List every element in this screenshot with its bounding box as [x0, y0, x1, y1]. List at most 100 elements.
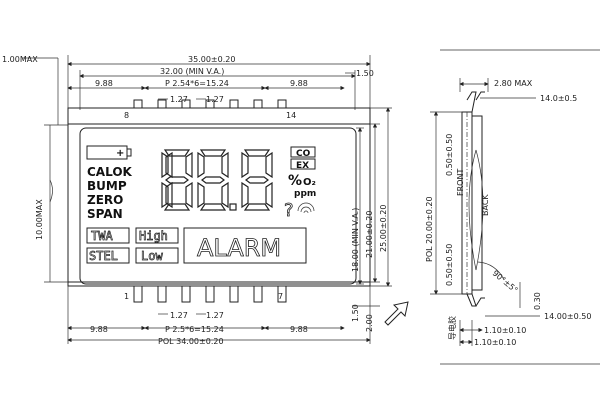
bottom-right-offset-label: 9.88 — [290, 325, 308, 334]
stel-indicator: STEL — [86, 247, 130, 264]
pin-width-3-label: 1.27 — [170, 311, 188, 320]
label-low: Low — [141, 249, 163, 263]
label-calok: CALOK — [87, 165, 133, 179]
battery-plus: + — [116, 148, 124, 159]
wireless-icon — [297, 202, 315, 214]
bottom-left-offset-label: 9.88 — [90, 325, 108, 334]
small-gap-label: 0.30 — [533, 292, 542, 310]
digit-segment — [163, 203, 191, 211]
pol-width-label: POL 34.00±0.20 — [158, 337, 224, 346]
top-pin — [253, 99, 263, 109]
bottom-pin — [181, 285, 191, 303]
bottom-pin — [253, 285, 263, 303]
va-width-label: 32.00 (MIN V.A.) — [160, 67, 224, 76]
digit-segment — [265, 181, 273, 209]
label-co: CO — [296, 149, 311, 159]
bottom-pin — [157, 285, 167, 303]
alarm-indicator: ALARM — [183, 227, 307, 264]
bottom-pin — [277, 285, 287, 303]
right-dimensions: 18.00 (MIN V.A.) 21.00±0.20 25.00±0.20 1… — [351, 107, 392, 332]
top-pin — [157, 99, 167, 109]
digit-segment — [185, 151, 193, 179]
total-width-label: 35.00±0.20 — [188, 55, 235, 64]
pin-14-label: 14 — [286, 111, 296, 120]
height-25-label: 25.00±0.20 — [379, 205, 388, 252]
digit-segment — [163, 149, 191, 157]
label-span: SPAN — [87, 207, 123, 221]
top-right-offset-label: 9.88 — [290, 79, 308, 88]
digit-segment — [197, 181, 205, 209]
digit-segment — [199, 203, 227, 211]
offset-bottom-label: 0.50±0.50 — [445, 244, 454, 286]
top-right-gap-label: 1.50 — [356, 69, 374, 78]
digit-segment — [221, 151, 229, 179]
digit-segment — [265, 151, 273, 179]
label-o2: O₂ — [303, 177, 316, 188]
digit-segment — [161, 181, 169, 209]
pin-width-2-label: 1.27 — [206, 95, 224, 104]
label-high: High — [139, 229, 168, 243]
low-indicator: Low — [135, 247, 179, 264]
label-stel: STEL — [89, 249, 118, 263]
label-ex: EX — [296, 161, 309, 171]
label-twa: TWA — [91, 229, 113, 243]
seven-segment-display — [161, 149, 273, 211]
top-pin — [229, 99, 239, 109]
bottom-pin — [133, 285, 143, 303]
thickness-max-label: 2.80 MAX — [494, 79, 533, 88]
top-dimensions: 1.00MAX 35.00±0.20 32.00 (MIN V.A.) 1.50… — [2, 55, 374, 125]
pin-8-label: 8 — [124, 111, 129, 120]
pin-width-1-label: 1.27 — [170, 95, 188, 104]
pitch-bottom-label: P 2.5*6=15.24 — [165, 325, 224, 334]
digit-segment — [161, 151, 169, 179]
bottom-dimensions: 1 7 1.27 1.27 9.88 P 2.5*6=15.24 9.88 PO… — [67, 286, 371, 346]
digit-segment — [243, 203, 271, 211]
co-indicator: CO — [290, 146, 316, 159]
height-max-label: 10.00MAX — [35, 199, 44, 240]
pin-7-label: 7 — [278, 292, 283, 301]
label-zero: ZERO — [87, 193, 123, 207]
label-percent: % — [288, 173, 302, 189]
view-direction-arrow-icon — [384, 301, 409, 326]
pol-height-label: POL 20.00±0.20 — [425, 196, 434, 262]
digit-segment — [221, 181, 229, 209]
side-view: 2.80 MAX 14.0±0.5 POL 20.00±0.20 0.50±0.… — [425, 49, 600, 365]
digit-segment — [197, 151, 205, 179]
digit-segment — [201, 176, 225, 184]
va-height-label: 18.00 (MIN V.A.) — [351, 208, 360, 272]
bottom-gap-150-label: 1.50 — [351, 304, 360, 322]
decimal-point — [229, 203, 237, 211]
glass-1-label: 1.10±0.10 — [484, 326, 526, 335]
pitch-top-label: P 2.54*6=15.24 — [165, 79, 229, 88]
front-label: FRONT — [456, 169, 465, 196]
digit-segment — [241, 181, 249, 209]
angle-label: 90°±5° — [491, 269, 520, 295]
twa-indicator: TWA — [86, 227, 130, 244]
bottom-gap-200-label: 2.00 — [365, 314, 374, 332]
top-pin — [133, 99, 143, 109]
height-21-label: 21.00±0.20 — [365, 211, 374, 258]
digit-segment — [241, 151, 249, 179]
bottom-pin-label: 14.00±0.50 — [544, 312, 591, 321]
pin-1-label: 1 — [124, 292, 129, 301]
digit-segment — [199, 149, 227, 157]
digit-segment — [185, 181, 193, 209]
battery-icon: + — [86, 145, 132, 160]
digit-segment — [243, 149, 271, 157]
digit-segment — [165, 151, 173, 179]
digit-segment — [245, 176, 269, 184]
bottom-pin — [229, 285, 239, 303]
ex-indicator: EX — [290, 158, 316, 171]
lcd-outline — [67, 107, 371, 287]
top-pins — [133, 99, 287, 109]
bottom-pins — [133, 285, 287, 303]
top-pin-label: 14.0±0.5 — [540, 94, 577, 103]
digit-segment — [165, 181, 173, 209]
top-left-offset-label: 9.88 — [95, 79, 113, 88]
bottom-pin — [205, 285, 215, 303]
glass-2-label: 1.10±0.10 — [474, 338, 516, 347]
label-alarm: ALARM — [197, 234, 281, 262]
label-ppm: ppm — [294, 189, 316, 199]
top-pin — [277, 99, 287, 109]
